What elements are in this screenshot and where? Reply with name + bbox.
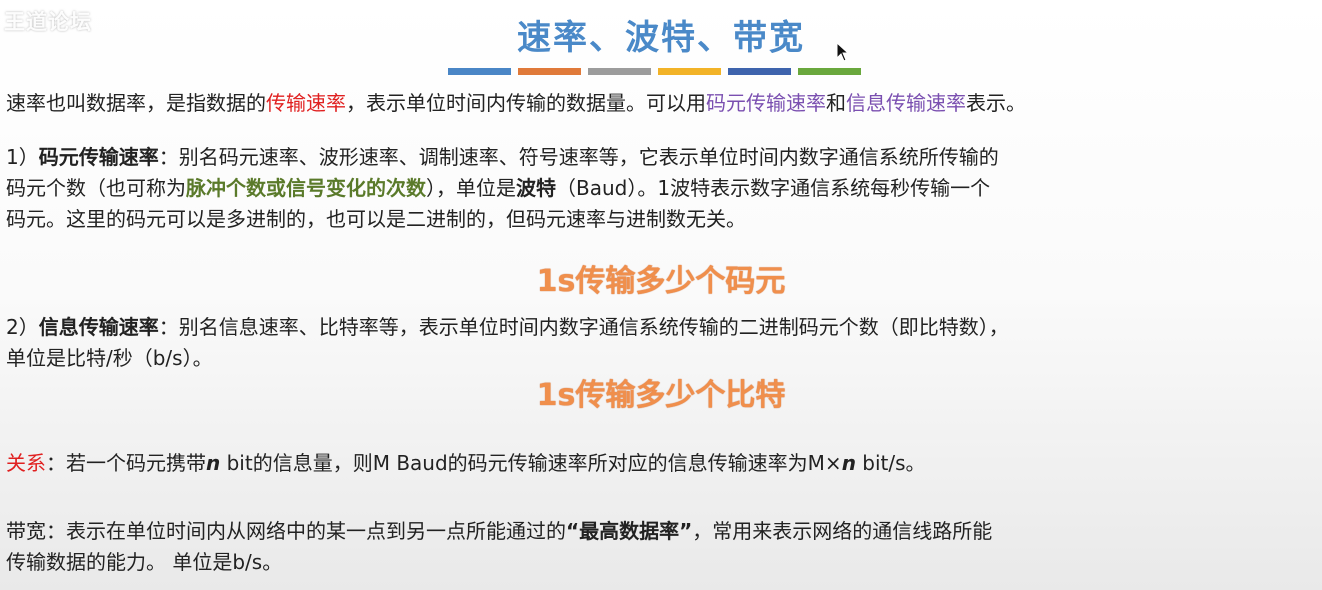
- highlight-max-data-rate: “最高数据率”: [566, 519, 693, 543]
- color-bar-6: [798, 68, 861, 75]
- info-text: ：别名信息速率、比特率等，表示单位时间内数字通信系统传输的二进制码元个数（即比特…: [158, 315, 1009, 339]
- color-bar-3: [588, 68, 651, 75]
- bandwidth-text: 带宽：表示在单位时间内从网络中的某一点到另一点所能通过的: [6, 519, 566, 543]
- intro-text: 表示。: [966, 91, 1026, 115]
- relation-text: bit的信息量，则M Baud的码元传输速率所对应的信息传输速率为M×: [220, 451, 842, 475]
- intro-paragraph: 速率也叫数据率，是指数据的传输速率，表示单位时间内传输的数据量。可以用码元传输速…: [6, 88, 1026, 119]
- item-number: 1）: [6, 145, 39, 169]
- term-baud: 波特: [516, 176, 556, 200]
- term-info-rate: 信息传输速率: [38, 315, 159, 339]
- slide-title: 速率、波特、带宽: [517, 18, 805, 58]
- intro-text: ，表示单位时间内传输的数据量。可以用: [346, 91, 706, 115]
- highlight-pulse-count: 脉冲个数或信号变化的次数: [186, 176, 426, 200]
- intro-text: 和: [826, 91, 846, 115]
- baud-line-1: 1）码元传输速率：别名码元速率、波形速率、调制速率、符号速率等，它表示单位时间内…: [6, 142, 999, 173]
- emphasis-bits-per-second: 1s传输多少个比特: [536, 378, 786, 413]
- intro-text: 速率也叫数据率，是指数据的: [6, 91, 266, 115]
- relation-text: bit/s。: [855, 451, 926, 475]
- relation-text: ：若一个码元携带: [46, 451, 206, 475]
- highlight-info-rate: 信息传输速率: [846, 91, 966, 115]
- baud-line-3: 码元。这里的码元可以是多进制的，也可以是二进制的，但码元速率与进制数无关。: [6, 204, 746, 235]
- bandwidth-line-1: 带宽：表示在单位时间内从网络中的某一点到另一点所能通过的“最高数据率”，常用来表…: [6, 516, 992, 547]
- color-bar-5: [728, 68, 791, 75]
- bandwidth-line-2: 传输数据的能力。 单位是b/s。: [6, 547, 282, 578]
- baud-text: ），单位是: [426, 176, 516, 200]
- mouse-cursor-icon: [836, 42, 850, 62]
- bandwidth-text: ，常用来表示网络的通信线路所能: [692, 519, 993, 543]
- highlight-transfer-rate: 传输速率: [266, 91, 346, 115]
- relation-label: 关系: [6, 451, 46, 475]
- highlight-symbol-rate: 码元传输速率: [706, 91, 826, 115]
- baud-text: （Baud）。1波特表示数字通信系统每秒传输一个: [556, 176, 991, 200]
- term-symbol-rate: 码元传输速率: [38, 145, 159, 169]
- emphasis-symbols-per-second: 1s传输多少个码元: [536, 264, 786, 299]
- color-bar-4: [658, 68, 721, 75]
- item-number: 2）: [6, 315, 39, 339]
- baud-line-2: 码元个数（也可称为脉冲个数或信号变化的次数），单位是波特（Baud）。1波特表示…: [6, 173, 990, 204]
- baud-text: 码元个数（也可称为: [6, 176, 186, 200]
- info-line-2: 单位是比特/秒（b/s）。: [6, 343, 213, 374]
- baud-text: ：别名码元速率、波形速率、调制速率、符号速率等，它表示单位时间内数字通信系统所传…: [158, 145, 999, 169]
- color-bar-2: [518, 68, 581, 75]
- baud-text: 码元。这里的码元可以是多进制的，也可以是二进制的，但码元速率与进制数无关。: [6, 207, 746, 231]
- info-line-1: 2）信息传输速率：别名信息速率、比特率等，表示单位时间内数字通信系统传输的二进制…: [6, 312, 1009, 343]
- variable-n: n: [206, 451, 221, 475]
- watermark-logo: 王道论坛: [4, 10, 92, 34]
- color-bar-divider: [448, 68, 861, 75]
- info-text: 单位是比特/秒（b/s）。: [6, 346, 213, 370]
- relation-paragraph: 关系：若一个码元携带n bit的信息量，则M Baud的码元传输速率所对应的信息…: [6, 448, 926, 479]
- color-bar-1: [448, 68, 511, 75]
- variable-n: n: [841, 451, 856, 475]
- bandwidth-text: 传输数据的能力。 单位是b/s。: [6, 550, 283, 574]
